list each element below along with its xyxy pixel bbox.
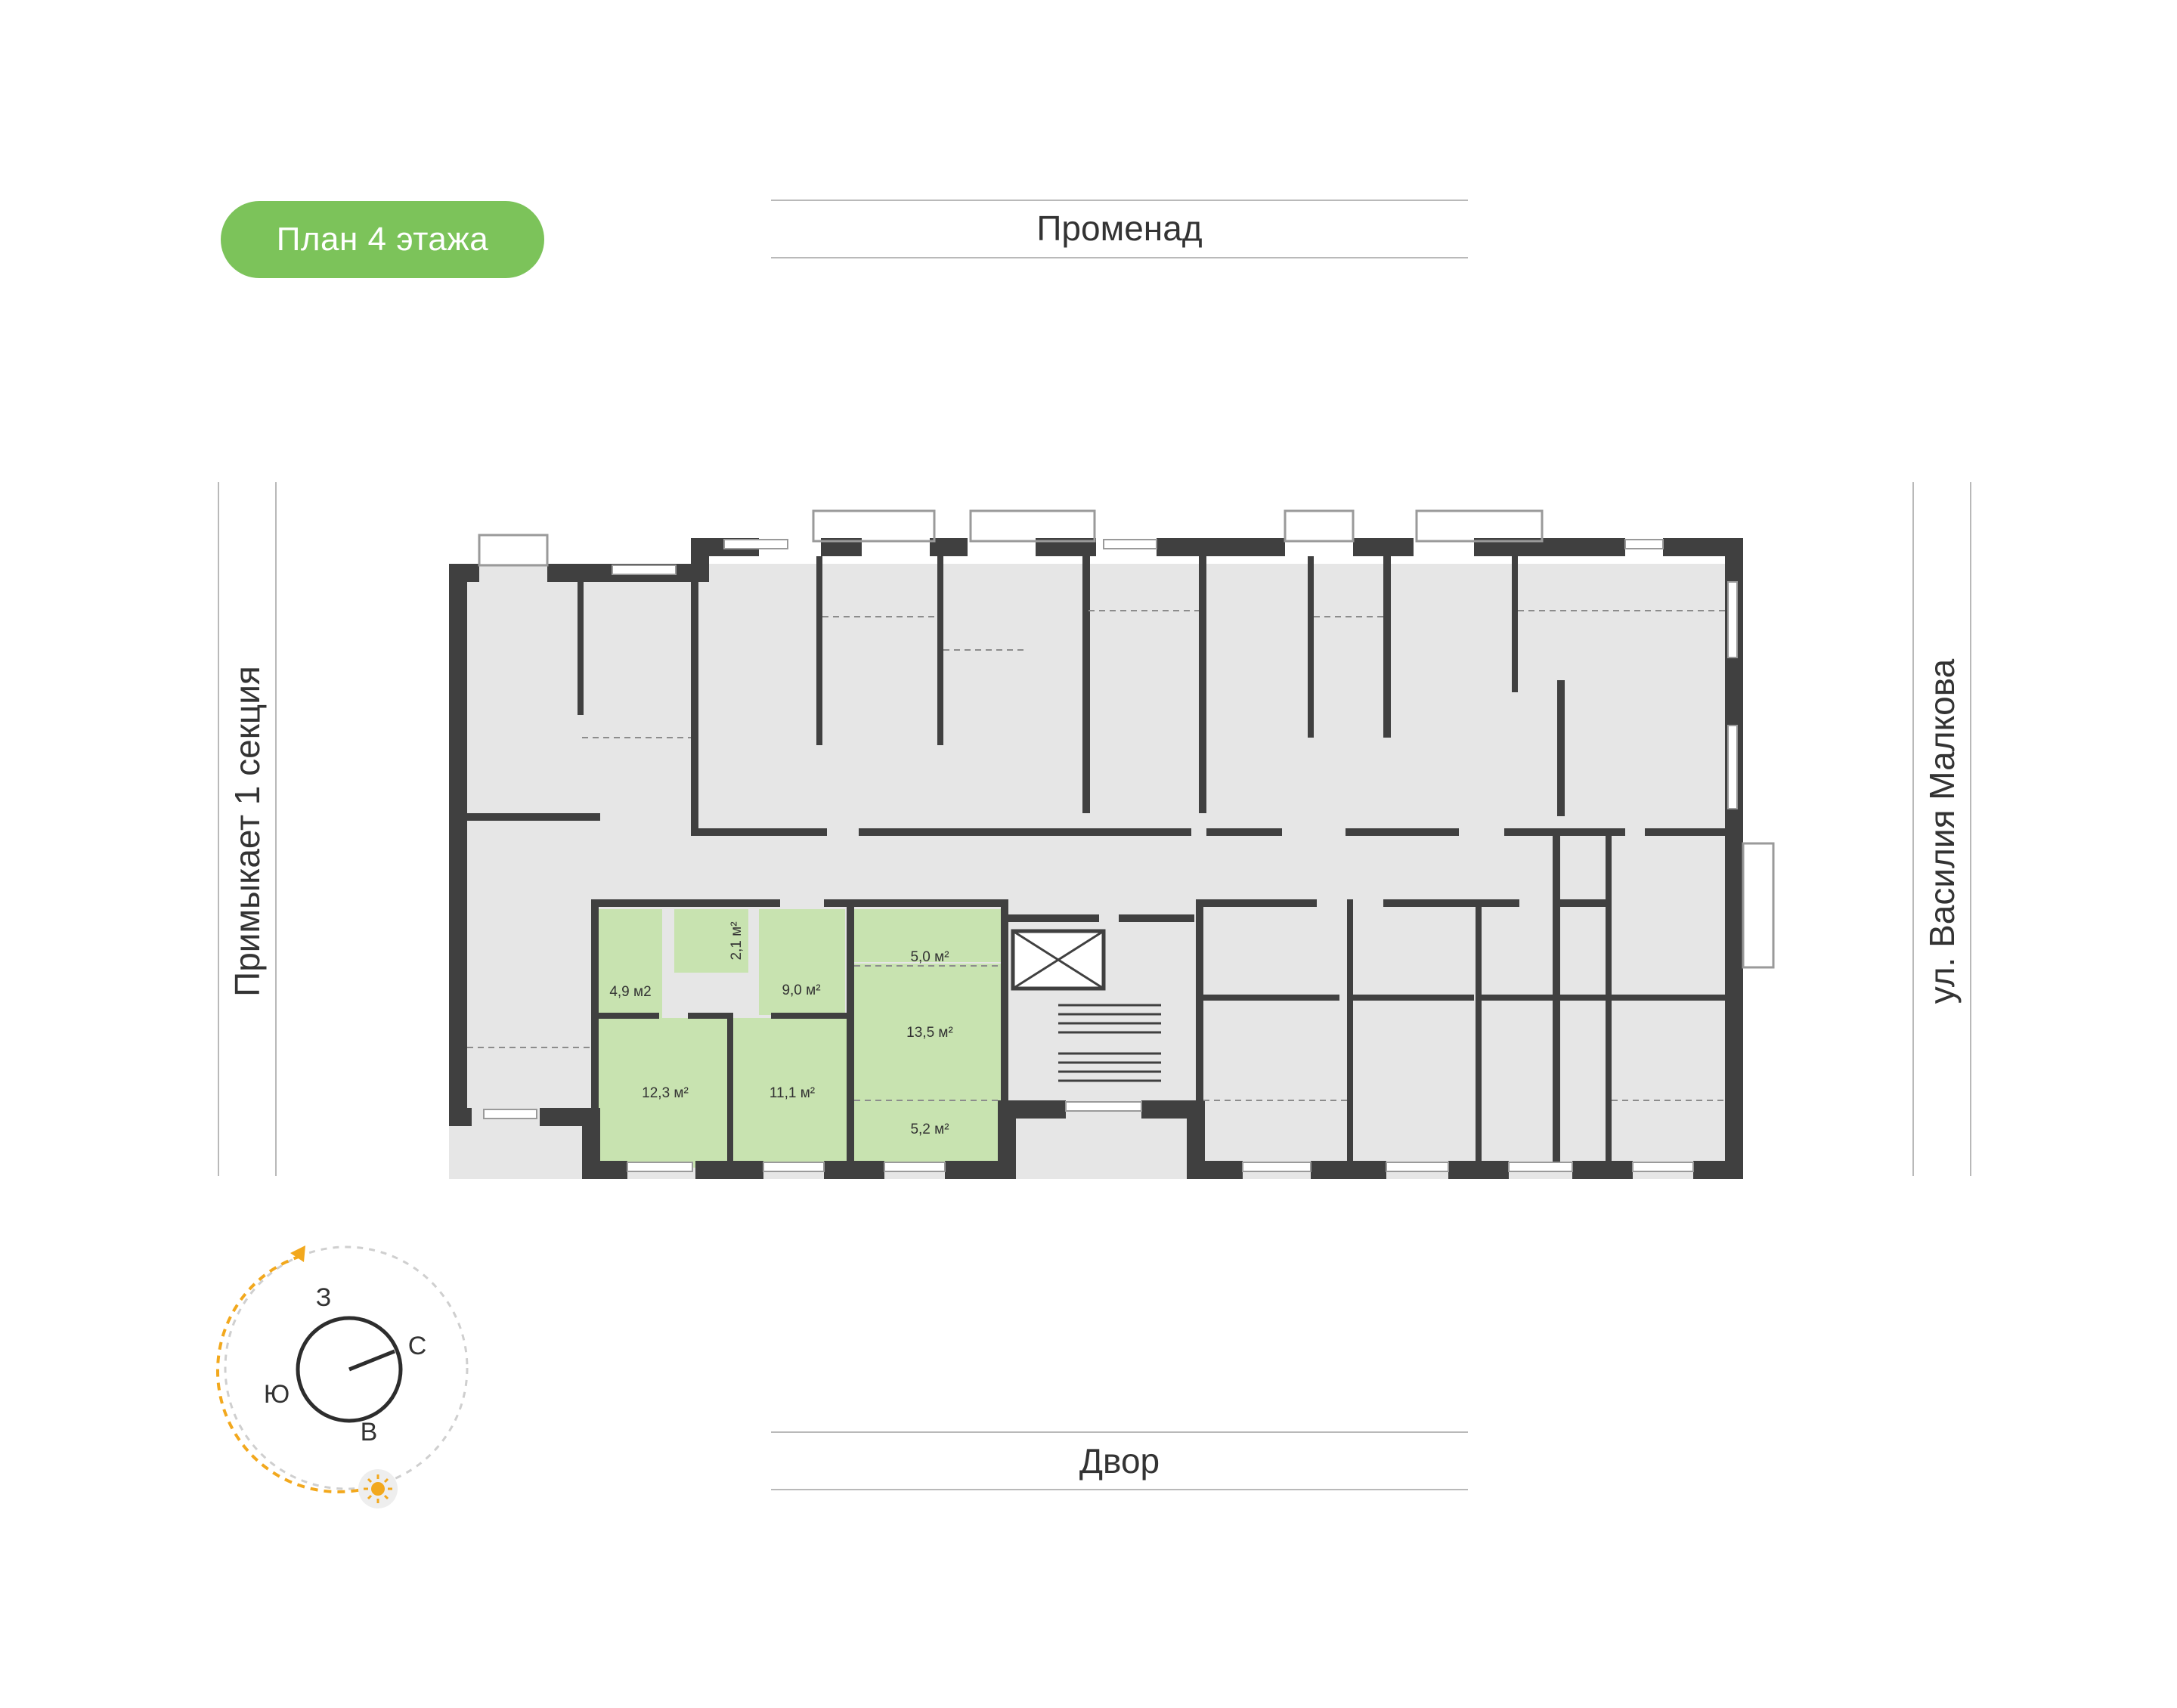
label-bath: 4,9 м2 — [609, 984, 651, 1000]
compass-east: В — [361, 1418, 378, 1447]
room-wc — [674, 909, 748, 973]
room-kitchen — [854, 909, 1001, 962]
plan-title-badge: План 4 этажа — [221, 201, 544, 278]
bottom-street-line-upper — [771, 1431, 1468, 1433]
room-bath-lower — [599, 909, 662, 1018]
room-bedroom1 — [599, 1018, 727, 1168]
sun-path-arrow-icon — [290, 1245, 305, 1262]
room-living — [854, 964, 1001, 1168]
right-street-line-outer — [1970, 482, 1971, 1176]
bottom-street-label: Двор — [1079, 1441, 1160, 1481]
room-hall — [759, 909, 845, 1015]
compass-west: З — [316, 1283, 332, 1312]
compass-needle — [348, 1349, 395, 1372]
bottom-street-line-lower — [771, 1489, 1468, 1490]
label-living: 13,5 м² — [906, 1025, 953, 1041]
windows — [483, 539, 1738, 1172]
label-wc: 2,1 м² — [729, 921, 745, 960]
right-street-line-inner — [1912, 482, 1914, 1176]
room-labels: 4,9 м2 2,1 м² 9,0 м² 5,0 м² 13,5 м² 12,3… — [609, 921, 952, 1137]
compass: З С Ю В — [215, 1245, 469, 1508]
compass-north: С — [408, 1332, 427, 1360]
sun-path-ring — [224, 1245, 469, 1490]
left-street-line-inner — [275, 482, 277, 1176]
balconies — [478, 509, 1775, 969]
label-loggia: 5,2 м² — [910, 1122, 949, 1137]
dashed-zone-lines — [467, 610, 1725, 1101]
room-bedroom2 — [733, 1018, 847, 1168]
stair-core — [1011, 929, 1161, 1082]
top-street-line-lower — [771, 257, 1468, 258]
label-kitchen: 5,0 м² — [910, 949, 949, 965]
compass-south: Ю — [264, 1380, 290, 1409]
sun-path-arc — [215, 1255, 377, 1494]
left-street-line-outer — [218, 482, 219, 1176]
label-bedroom1: 12,3 м² — [642, 1085, 689, 1101]
top-street-line-upper — [771, 200, 1468, 201]
walls — [449, 538, 1743, 1179]
label-hall: 9,0 м² — [782, 982, 820, 998]
label-bedroom2: 11,1 м² — [770, 1085, 815, 1101]
top-street-label: Променад — [1036, 209, 1203, 248]
highlighted-apartment — [599, 909, 1001, 1168]
